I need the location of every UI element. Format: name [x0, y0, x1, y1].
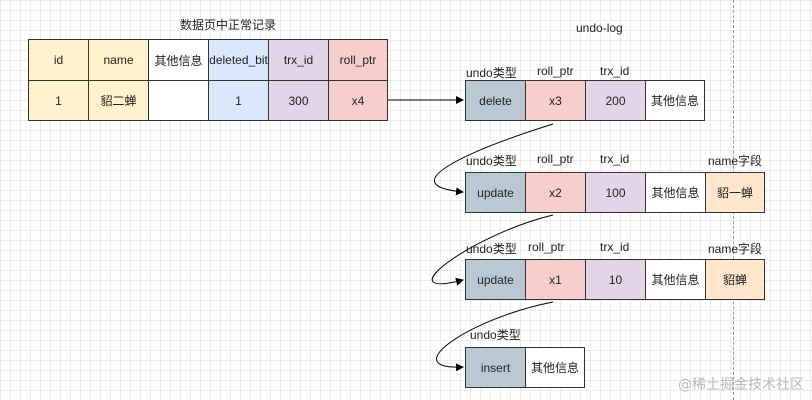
cell-deleted-bit: 1	[208, 80, 269, 121]
roll-ptr-arrow-1	[434, 123, 554, 196]
trx-id-cell: 10	[585, 259, 646, 300]
trx-id-label: trx_id	[600, 64, 630, 78]
cell-other-info	[148, 80, 209, 121]
name-value-cell: 貂一蝉	[705, 172, 765, 213]
header-deleted-bit: deleted_bit	[208, 39, 269, 81]
undo-type-label: undo类型	[466, 154, 517, 168]
roll-ptr-cell: x3	[525, 80, 586, 121]
roll-ptr-label: roll_ptr	[537, 64, 574, 78]
trx-id-cell: 200	[585, 80, 646, 121]
header-roll-ptr: roll_ptr	[328, 39, 388, 81]
other-info-cell: 其他信息	[645, 172, 706, 213]
roll-ptr-arrow-3	[436, 301, 554, 372]
cell-roll-ptr: x4	[328, 80, 388, 121]
other-info-cell: 其他信息	[645, 80, 705, 121]
name-field-label: name字段	[708, 154, 763, 168]
undo-type-label: undo类型	[466, 66, 517, 80]
undo-type-label: undo类型	[470, 328, 521, 342]
trx-id-label: trx_id	[600, 240, 630, 254]
other-info-cell: 其他信息	[525, 347, 585, 388]
roll-ptr-label: roll_ptr	[537, 152, 574, 166]
name-value-cell: 貂蝉	[705, 259, 765, 300]
undo-type-cell: delete	[465, 80, 526, 121]
roll-ptr-arrow-2	[431, 214, 554, 286]
header-trx-id: trx_id	[268, 39, 329, 81]
roll-ptr-label: roll_ptr	[528, 240, 565, 254]
other-info-cell: 其他信息	[645, 259, 706, 300]
undo-log-title: undo-log	[576, 21, 623, 35]
undo-type-label: undo类型	[466, 242, 517, 256]
roll-ptr-cell: x2	[525, 172, 586, 213]
table-title: 数据页中正常记录	[180, 18, 277, 32]
undo-type-cell: update	[465, 259, 526, 300]
roll-ptr-cell: x1	[525, 259, 586, 300]
undo-type-cell: update	[465, 172, 526, 213]
trx-id-cell: 100	[585, 172, 646, 213]
trx-id-label: trx_id	[600, 152, 630, 166]
cell-id: 1	[28, 80, 89, 121]
name-field-label: name字段	[708, 242, 763, 256]
watermark: @稀土掘金技术社区	[678, 377, 804, 393]
cell-trx-id: 300	[268, 80, 329, 121]
